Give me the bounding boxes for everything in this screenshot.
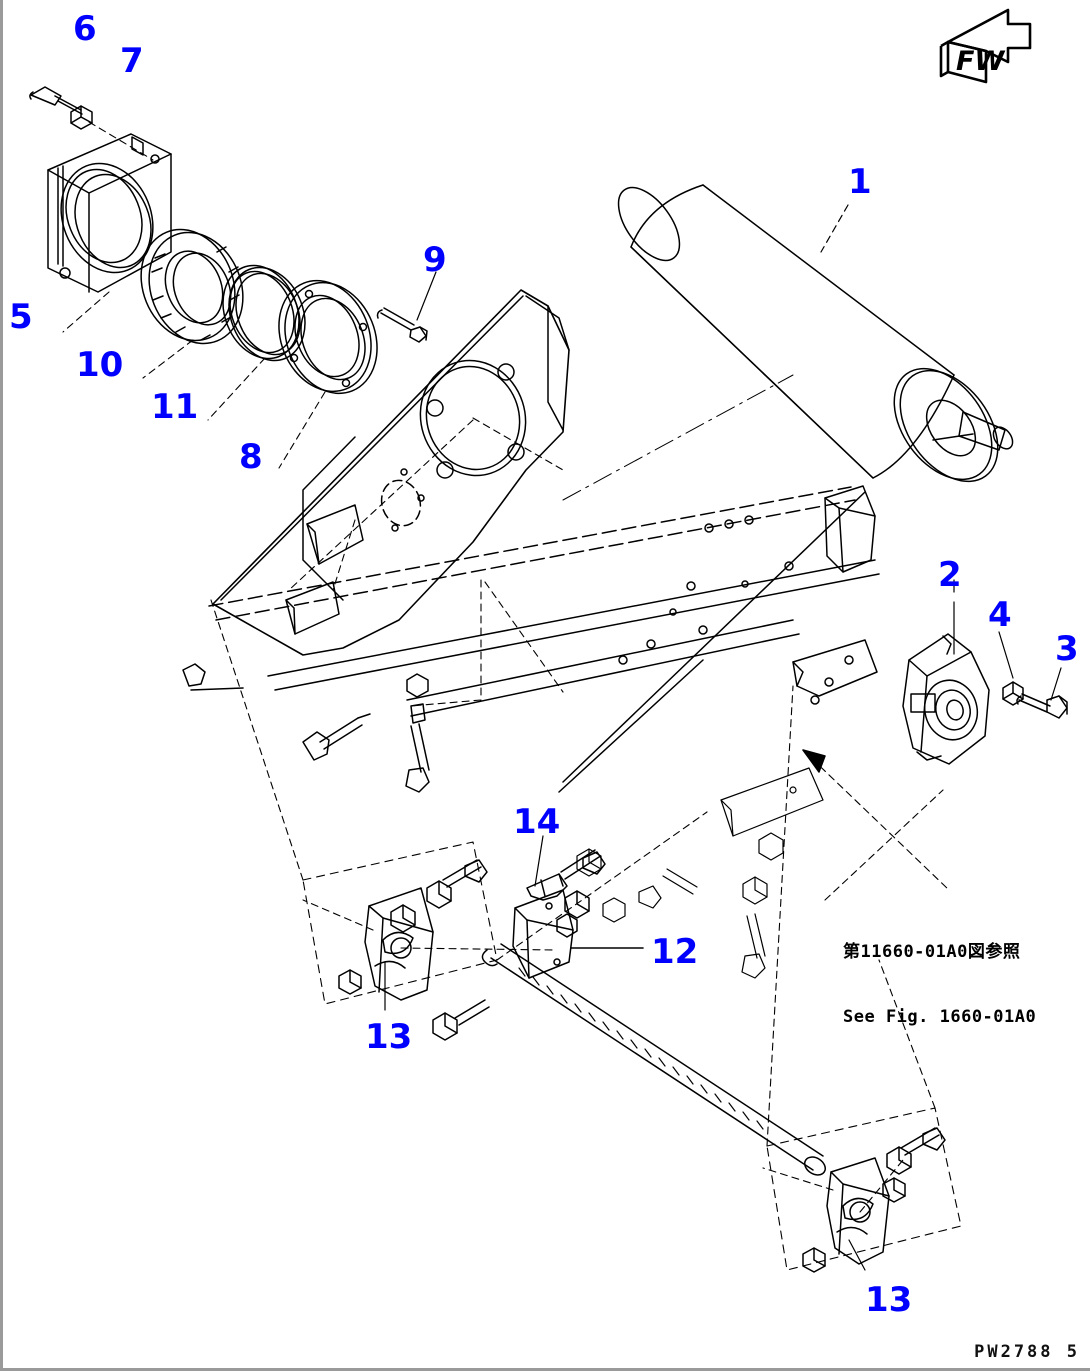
reference-note-english: See Fig. 1660-01A0 xyxy=(843,1006,1037,1027)
callout-2-bearing-housing: 2 xyxy=(938,555,962,595)
part-13-left-mount-bracket xyxy=(302,841,498,1005)
callout-4-washer: 4 xyxy=(988,595,1012,635)
part-13-right-mount-bracket xyxy=(766,1107,962,1271)
chassis-rails xyxy=(208,485,880,793)
projection-lines xyxy=(62,121,944,1213)
callout-13-left-mount: 13 xyxy=(365,1017,413,1057)
callout-3-bolt: 3 xyxy=(1055,629,1079,669)
part-10-seal-ring xyxy=(140,228,244,345)
reference-arrow xyxy=(802,749,950,891)
callout-10-seal-ring: 10 xyxy=(76,345,124,385)
fasteners-left-mount xyxy=(338,859,490,1041)
drawing-number: PW2788 5 xyxy=(974,1342,1080,1362)
part-4-washer xyxy=(1002,681,1024,706)
reference-note: 第11660-01A0図参照 See Fig. 1660-01A0 xyxy=(843,898,1036,1072)
callout-12-bracket: 12 xyxy=(651,932,699,972)
part-9-cap-screw xyxy=(376,307,428,343)
callout-11-o-ring: 11 xyxy=(151,387,199,427)
part-8-flange-ring xyxy=(278,279,378,395)
fasteners-right-mount xyxy=(802,1127,946,1273)
callout-13-right-mount: 13 xyxy=(865,1280,913,1320)
main-frame-plate xyxy=(212,289,570,656)
part-3-hex-bolt xyxy=(1016,693,1068,719)
callout-8-flange-ring: 8 xyxy=(239,437,263,477)
part-12-angle-bracket xyxy=(512,889,574,979)
threaded-shaft xyxy=(481,943,826,1176)
callout-1-roller-drum: 1 xyxy=(848,162,872,202)
callout-14-clip: 14 xyxy=(513,802,561,842)
part-7-plug xyxy=(70,105,93,130)
part-5-end-cover-plate xyxy=(47,133,172,293)
fw-label: FW xyxy=(956,46,1005,77)
part-1-roller-drum xyxy=(617,184,1014,483)
callout-5-end-cover: 5 xyxy=(9,297,33,337)
callout-6-cotter-pin: 6 xyxy=(73,9,97,49)
callout-9-bolt: 9 xyxy=(423,240,447,280)
callout-7-plug: 7 xyxy=(120,41,144,81)
assembly-drawing-canvas xyxy=(29,86,1068,1273)
part-11-o-ring xyxy=(222,264,306,362)
reference-note-japanese: 第11660-01A0図参照 xyxy=(843,941,1021,962)
part-14-retainer-clip xyxy=(526,873,568,901)
part-2-bearing-housing xyxy=(902,633,990,765)
part-6-cotter-pin xyxy=(29,86,83,115)
assembly-bolts-mid-left xyxy=(182,663,430,793)
forward-direction-arrow: FW xyxy=(928,4,1038,96)
